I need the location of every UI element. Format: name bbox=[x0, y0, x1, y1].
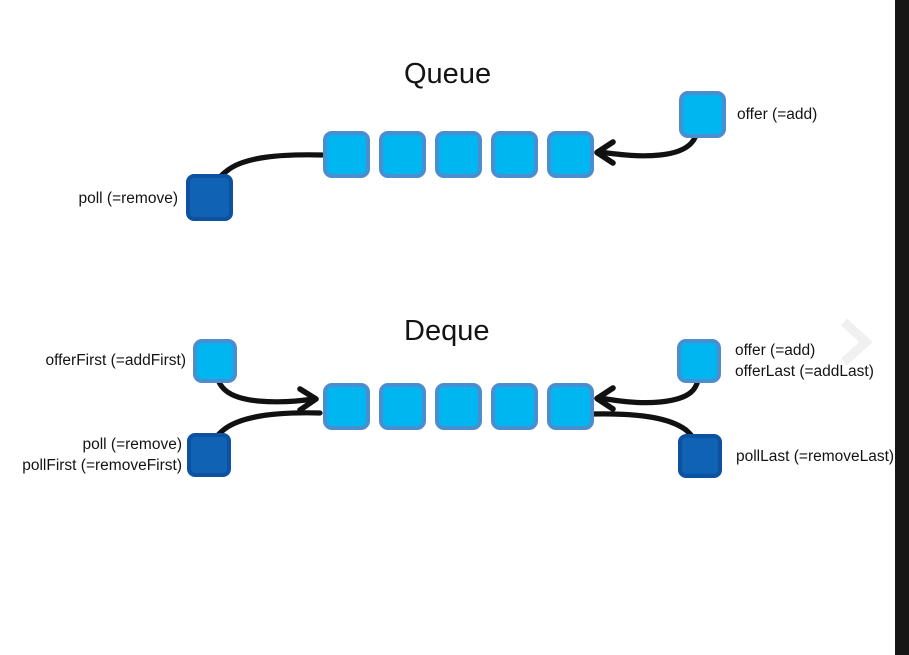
deque-cell-1[interactable] bbox=[379, 383, 426, 430]
queue-offer-cell[interactable] bbox=[679, 91, 726, 138]
deque-polllast-label: pollLast (=removeLast) bbox=[736, 448, 895, 465]
deque-offer-add-line: offer (=add) bbox=[735, 342, 816, 359]
deque-poll-remove-line: poll (=remove) bbox=[82, 436, 183, 453]
queue-cell-0[interactable] bbox=[323, 131, 370, 178]
deque-cell-0[interactable] bbox=[323, 383, 370, 430]
deque-title: Deque bbox=[404, 315, 490, 347]
deque-offerfirst-label: offerFirst (=addFirst) bbox=[45, 352, 186, 369]
deque-pollfirst-removefirst-line: pollFirst (=removeFirst) bbox=[22, 457, 182, 474]
queue-cell-1[interactable] bbox=[379, 131, 426, 178]
deque-offerfirst-cell[interactable] bbox=[193, 339, 237, 383]
deque-cell-3[interactable] bbox=[491, 383, 538, 430]
queue-title: Queue bbox=[404, 58, 492, 90]
deque-polllast-cell[interactable] bbox=[678, 434, 722, 478]
deque-offerlast-addlast-line: offerLast (=addLast) bbox=[735, 363, 874, 380]
queue-poll-cell[interactable] bbox=[186, 174, 233, 221]
right-edge-band bbox=[895, 0, 909, 655]
chevron-right-watermark bbox=[840, 318, 872, 366]
queue-offer-label: offer (=add) bbox=[737, 106, 818, 123]
deque-cell-4[interactable] bbox=[547, 383, 594, 430]
queue-cell-3[interactable] bbox=[491, 131, 538, 178]
deque-offerlast-label: offer (=add) offerLast (=addLast) bbox=[735, 340, 874, 382]
queue-poll-label: poll (=remove) bbox=[78, 190, 179, 207]
queue-cell-4[interactable] bbox=[547, 131, 594, 178]
deque-pollfirst-cell[interactable] bbox=[187, 433, 231, 477]
deque-pollfirst-label: poll (=remove) pollFirst (=removeFirst) bbox=[0, 434, 182, 476]
deque-offerlast-cell[interactable] bbox=[677, 339, 721, 383]
deque-cell-2[interactable] bbox=[435, 383, 482, 430]
queue-cell-2[interactable] bbox=[435, 131, 482, 178]
